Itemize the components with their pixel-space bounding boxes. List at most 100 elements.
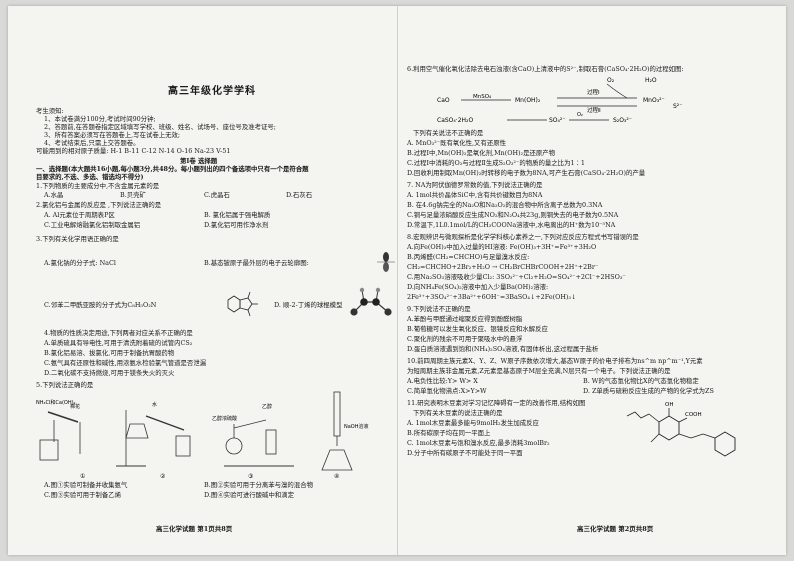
q11-option-d: D.分子中所有碳原子不可能处于同一平面	[407, 449, 523, 457]
d-o2-b: O₂	[577, 112, 583, 118]
q5-option-a: A.图①实验可制备并收集氨气	[44, 481, 128, 489]
q6-option-b: B.过程Ⅰ中,Mn(OH)₂是氧化剂,Mn(OH)₂是还原产物	[407, 149, 556, 157]
q11-option-b: B.所有碳原子均在同一平面上	[407, 429, 491, 437]
page-divider	[397, 6, 398, 555]
q3-option-c: C.邻苯二甲酰亚胺的分子式为C₈H₅O₂N	[44, 301, 157, 309]
q4-option-b: B.氯化铝易溶、拔氯化,可用于制备抗胃酸药物	[44, 349, 175, 357]
q8-option-a: A.向Fe(OH)₃中加入过量的HI溶液: Fe(OH)₃+3H⁺=Fe³⁺+3…	[407, 243, 597, 251]
q7-option-d: D.常温下,1L0.1mol/L的CH₃COONa溶液中,水电离出的H⁺数为10…	[407, 221, 616, 229]
notice-line: 4、考试结束后,只需上交答题卷。	[44, 139, 140, 147]
q9-option-a: A.苯酚与甲醛通过缩聚反应得到酚醛树脂	[407, 315, 523, 323]
q4-option-c: C.氨气具有还原性和碱性,用浓氨水检验氯气管道是否泄漏	[44, 359, 207, 367]
q1-option-d: D.石灰石	[286, 191, 313, 199]
question-7-stem: 7. NA为阿伏伽德罗常数的值,下列说法正确的是	[407, 181, 543, 189]
atomic-masses: 可能用到的相对原子质量: H-1 B-11 C-12 N-14 O-16 Na-…	[36, 147, 231, 155]
q8-option-d: D.向NH₄Fe(SO₄)₂溶液中加入少量Ba(OH)₂溶液:	[407, 283, 549, 291]
q7-option-a: A. 1mol共价晶体SiC中,含有共价键数目为8NA	[407, 191, 543, 199]
question-1-stem: 1.下列物质的主要成分中,不含金属元素的是	[36, 182, 160, 190]
p-orbital-diagram	[377, 252, 395, 272]
exam-sheet: 高三年级化学学科 考生须知: 1、本试卷满分100分,考试时间90分钟; 2、答…	[8, 6, 786, 555]
notice-line: 3、所有答案必须写在答题卷上,写在试卷上无效;	[44, 131, 181, 139]
apparatus-figures: NH₄Cl和Ca(OH)₂ 棉花 水 乙醇浓硫酸 乙醇 NaOH溶液 ① ② ③…	[36, 391, 369, 480]
q2-option-a: A. Al元素位于周期表P区	[44, 211, 115, 219]
question-4-stem: 4.物质的性质决定用途,下列两者对应关系不正确的是	[44, 329, 193, 337]
label-naoh: NaOH溶液	[344, 423, 369, 430]
q5-option-d: D.图④实验可进行酸碱中和滴定	[204, 491, 295, 499]
d-process-1: 过程Ⅰ	[587, 88, 600, 96]
page-2: 6.利用空气催化氧化法除去电石浊液(含CaO)上清液中的S²⁻,制取石膏(CaS…	[397, 6, 786, 555]
q1-option-a: A.水晶	[44, 191, 64, 199]
d-mno3: MnO₃²⁻	[643, 97, 665, 104]
ball-stick-model	[350, 287, 392, 316]
q8-option-d-eq: 2Fe³⁺+3SO₄²⁻+3Ba²⁺+6OH⁻=3BaSO₄↓+2Fe(OH)₃…	[407, 293, 577, 301]
q1-option-c: C.虎晶石	[204, 191, 230, 199]
q2-option-c: C.工业电解熔融氯化铝制取金属铝	[44, 221, 141, 229]
q7-option-b: B. 在4.6g钠完全的Na₂O和Na₂O₂的混合物中所含离子总数为0.3NA	[407, 201, 603, 209]
q5-option-c: C.图③实验可用于制备乙烯	[44, 491, 121, 499]
q3-option-d: D. 顺-2-丁烯的球棍模型	[274, 301, 343, 309]
d-so4: SO₄²⁻	[549, 117, 566, 124]
q4-option-a: A.单质硫具有导电性,可用于清洗附着硫的试管内CS₂	[44, 339, 193, 347]
question-8-stem: 8.宏观辨识与微观探析是化学学科核心素养之一,下列对应反应方程式书写错误的是	[407, 233, 639, 241]
question-6-stem: 6.利用空气催化氧化法除去电石浊液(含CaO)上清液中的S²⁻,制取石膏(CaS…	[407, 65, 684, 73]
q11-option-a: A. 1mol木豆素最多能与9molH₂发生加成反应	[407, 419, 539, 427]
d-cao: CaO	[437, 97, 450, 104]
q3-option-b: B.基态铍原子最外层的电子云轮廓图:	[204, 259, 309, 267]
section-1-heading: 一、选择题(本大题共16小题,每小题3分,共48分。每小题列出的四个备选项中只有…	[36, 165, 309, 173]
notice-header: 考生须知:	[36, 107, 64, 115]
d-s2: S²⁻	[673, 103, 682, 110]
question-9-stem: 9.下列说法不正确的是	[407, 305, 471, 313]
page-footer-2: 高三化学试题 第2页共8页	[577, 525, 654, 533]
d-mnso4: MnSO₄	[473, 94, 492, 100]
oh-label: OH	[665, 402, 673, 408]
label-water: 水	[152, 401, 157, 408]
d-gypsum: CaSO₄·2H₂O	[437, 117, 473, 124]
q10-option-d: D. Z单质与硫粉反应生成的产物的化学式为ZS	[583, 387, 714, 395]
section-1-heading-cont: 目要求的,不选、多选、错选均不得分)	[36, 173, 144, 181]
q10-option-c: C.简单氢化物沸点:X>Y>W	[407, 387, 487, 395]
cooh-label: COOH	[685, 412, 702, 418]
question-10-stem: 10.前四周期主族元素X、Y、Z、W原子序数依次增大,基态W原子的价电子排布为n…	[407, 357, 703, 365]
q9-option-c: C.聚化剂的残余不可用于聚吸水中的悬浮	[407, 335, 523, 343]
q11-option-c: C. 1mol木豆素与饱和溴水反应,最多消耗3molBr₂	[407, 439, 550, 447]
part-1-heading: 第Ⅰ卷 选择题	[180, 157, 218, 165]
q5-option-b: B.图②实验可用于分离苯与溴的混合物	[204, 481, 313, 489]
d-o2: O₂	[607, 77, 615, 84]
question-3-stem: 3.下列有关化学用语正确的是	[36, 235, 119, 243]
question-11-stem: 11.研究表明木豆素对学习记忆障碍有一定的改善作用,结构如图	[407, 399, 586, 407]
q4-option-d: D.二氧化碳不支持燃烧,可用于镁条失火的灭火	[44, 369, 175, 377]
page-1: 高三年级化学学科 考生须知: 1、本试卷满分100分,考试时间90分钟; 2、答…	[8, 6, 397, 555]
label-cotton: 棉花	[70, 403, 80, 410]
q6-option-c: C.过程Ⅰ中消耗的O₂与过程Ⅱ生成S₂O₃²⁻的物质的量之比为1∶1	[407, 159, 585, 167]
fig-num-4: ④	[334, 473, 339, 480]
q1-option-b: B.贝壳矿	[120, 191, 146, 199]
fig-num-2: ②	[160, 473, 166, 480]
q7-option-c: C.铜与足量浓硝酸反应生成NO₂和N₂O₄共23g,则铜失去的电子数为0.5NA	[407, 211, 619, 219]
q8-option-b: B.丙烯醛(CH₂=CHCHO)与足量溴水反应:	[407, 253, 530, 261]
q8-option-c: C.用Na₂SO₃溶液吸收少量Cl₂: 3SO₃²⁻+Cl₂+H₂O=SO₄²⁻…	[407, 273, 626, 281]
exam-title: 高三年级化学学科	[168, 86, 256, 97]
cajanin-structure: OH COOH	[626, 402, 736, 457]
q6-option-d: D.回收利用制取Mn(OH)₂时转移的电子数为8NA,可产生石膏(CaSO₄·2…	[407, 169, 646, 177]
q2-option-d: D.氯化铝可用作净水剂	[204, 221, 269, 229]
notice-line: 1、本试卷满分100分,考试时间90分钟;	[44, 115, 156, 123]
label-ethanol: 乙醇	[262, 403, 272, 410]
question-2-stem: 2.氯化铝与金属的反应是 ,下列说法正确的是	[36, 201, 162, 209]
question-11-prompt: 下列有关木豆素的说法正确的是	[413, 409, 503, 417]
phthalimide-structure	[227, 291, 258, 317]
q10-option-a: A.电负性比较:Y> W> X	[407, 377, 478, 385]
q6-prompt: 下列有关说法不正确的是	[413, 129, 484, 137]
q6-process-diagram: O₂ H₂O CaO MnSO₄ Mn(OH)₂ 过程Ⅰ MnO₃²⁻ 过程Ⅱ …	[437, 77, 682, 124]
question-10-stem-cont: 为短周期主族非金属元素,Z元素是基态原子M层全充满,N层只有一个电子。下列说法正…	[407, 367, 671, 375]
q2-option-b: B. 氯化铝属于强电解质	[204, 211, 271, 219]
q9-option-d: D.蛋白质溶液遇到饱和(NH₄)₂SO₄溶液,有固体析出,这过程属于盐析	[407, 345, 599, 353]
q6-option-a: A. MnO₃²⁻既有氧化性,又有还原性	[407, 139, 507, 147]
page-footer-1: 高三化学试题 第1页共8页	[156, 525, 233, 533]
d-h2o: H₂O	[645, 77, 657, 84]
fig-num-3: ③	[248, 473, 253, 480]
d-mnoh2: Mn(OH)₂	[515, 97, 541, 104]
q8-option-b-eq: CH₂=CHCHO+2Br₂+H₂O → CH₂BrCHBrCOOH+2H⁺+2…	[407, 263, 599, 271]
d-process-2: 过程Ⅱ	[587, 106, 601, 114]
q9-option-b: B.葡萄糖可以发生氧化反应、银镜反应和水解反应	[407, 325, 548, 333]
fig-num-1: ①	[80, 473, 85, 480]
